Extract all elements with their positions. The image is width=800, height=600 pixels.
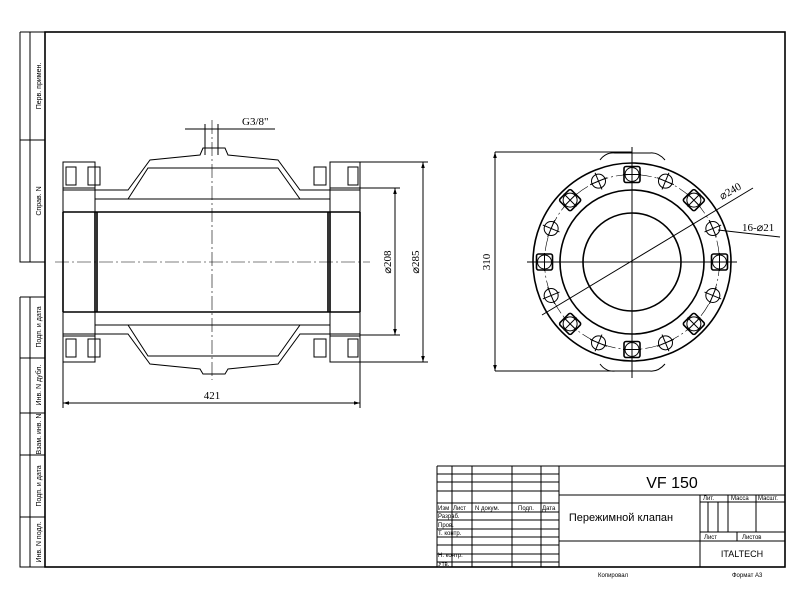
role: Н. контр. xyxy=(438,553,463,559)
height-dimension: 310 xyxy=(481,253,493,270)
stamp-label: Взам. инв. N xyxy=(36,414,43,455)
flange-dimension: ⌀285 xyxy=(410,250,422,274)
bolt-hole xyxy=(656,172,674,190)
bolt-hole xyxy=(590,172,608,190)
bolt-hole xyxy=(704,220,722,238)
role: Разраб. xyxy=(438,514,460,520)
nut-bolt xyxy=(710,253,729,271)
stamp-label: Инв. N подл. xyxy=(36,521,43,562)
sheet-label: Лист xyxy=(704,535,717,541)
side-section-view: 421 ⌀208 ⌀285 G3/8" xyxy=(55,116,428,408)
bolt-hole xyxy=(542,286,560,304)
length-dimension: 421 xyxy=(204,390,221,402)
role: Т. контр. xyxy=(438,531,462,537)
header: Дата xyxy=(542,506,556,512)
nut-bolt xyxy=(682,312,706,336)
nut-bolt xyxy=(623,340,641,359)
company: ITALTECH xyxy=(721,549,763,559)
bolt-hole xyxy=(590,334,608,352)
mass-label: Масса xyxy=(731,496,749,502)
stamp-label: Справ. N xyxy=(36,186,43,215)
title-block: VF 150 Пережимной клапан ITALTECH Изм Ли… xyxy=(436,465,786,579)
designation: VF 150 xyxy=(646,475,698,492)
nut-bolt xyxy=(682,188,706,212)
bolt-hole xyxy=(656,334,674,352)
header: Лист xyxy=(453,506,466,512)
nut-bolt xyxy=(558,188,582,212)
header: N докум. xyxy=(475,506,500,512)
stamp-label: Подп. и дата xyxy=(36,465,43,506)
format-label: Формат А3 xyxy=(732,573,763,579)
stamp-label: Подп. и дата xyxy=(36,306,43,347)
bolt-circle-dimension: ⌀240 xyxy=(718,180,744,202)
side-stamps: Перв. примен. Справ. N Подп. и дата Инв.… xyxy=(35,63,43,563)
stamp-label: Инв. N дубл. xyxy=(35,365,43,406)
scale-label: Масшт. xyxy=(758,496,778,502)
nut-bolt xyxy=(558,312,582,336)
product-name: Пережимной клапан xyxy=(569,512,673,524)
port-dimension: G3/8" xyxy=(242,116,269,128)
nut-bolt xyxy=(535,253,554,271)
drawing-frame xyxy=(19,31,786,568)
bolt-hole xyxy=(704,286,722,304)
stamp-label: Перв. примен. xyxy=(36,63,43,110)
nut-bolt xyxy=(623,165,641,184)
holes-dimension: 16-⌀21 xyxy=(742,222,774,234)
sheets-label: Листов xyxy=(742,535,762,541)
lit-label: Лит. xyxy=(703,496,714,502)
front-view: 310 ⌀240 16-⌀21 xyxy=(481,147,781,378)
header: Изм xyxy=(438,506,449,512)
copied-label: Копировал xyxy=(598,573,629,579)
bolt-hole xyxy=(542,220,560,238)
header: Подп. xyxy=(518,506,534,512)
role: Пров. xyxy=(438,523,454,529)
bore-dimension: ⌀208 xyxy=(382,250,394,274)
role: Утв. xyxy=(438,562,450,568)
